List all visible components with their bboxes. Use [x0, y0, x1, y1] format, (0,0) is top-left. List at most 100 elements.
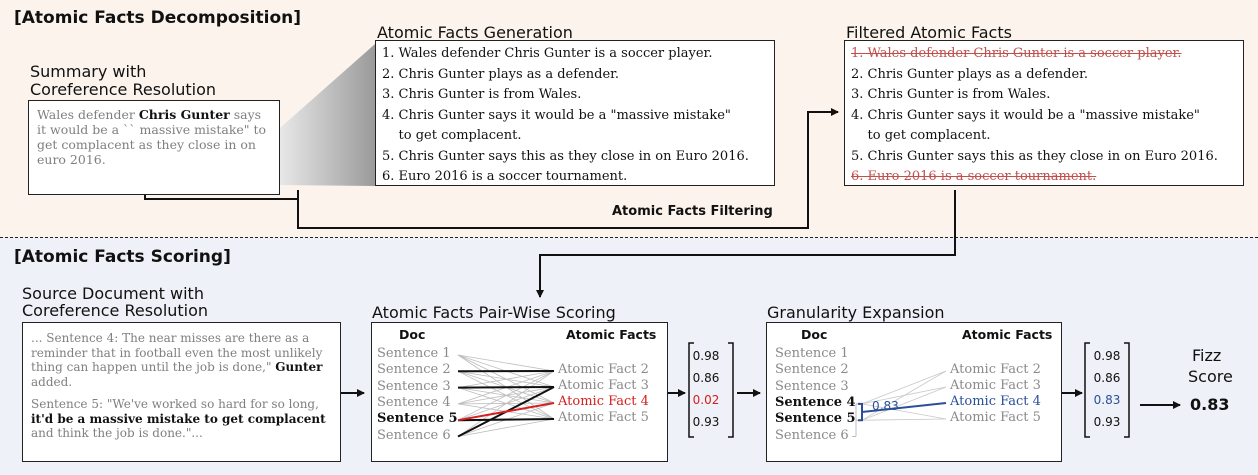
expansion-atomic-fact: Atomic Fact 5 — [950, 410, 1041, 425]
source-document-box: ... Sentence 4: The near misses are ther… — [22, 322, 341, 462]
pairwise-atomic-fact: Atomic Fact 2 — [558, 362, 649, 377]
score-value: 0.93 — [692, 415, 720, 429]
score-value: 0.02 — [692, 393, 720, 407]
expansion-atomic-fact: Atomic Fact 4 — [950, 394, 1041, 409]
pairwise-score-vector: 0.98 0.86 0.02 0.93 — [688, 345, 724, 433]
filtered-heading: Filtered Atomic Facts — [846, 23, 1012, 42]
expansion-atomic-fact: Atomic Fact 3 — [950, 378, 1041, 393]
generated-fact-line: 6. Euro 2016 is a soccer tournament. — [382, 169, 628, 184]
source-p2-before: Sentence 5: "We've worked so hard for so… — [31, 397, 319, 411]
summary-text-after: says it would be a `` massive mistake" t… — [37, 107, 267, 167]
source-p1-after: added. — [31, 374, 73, 389]
score-value: 0.83 — [1093, 393, 1121, 407]
filtered-fact-line: 2. Chris Gunter plays as a defender. — [851, 66, 1089, 82]
pairwise-best-link — [457, 402, 555, 422]
source-heading-line2: Coreference Resolution — [22, 301, 209, 320]
source-p1-before: ... Sentence 4: The near misses are ther… — [31, 331, 323, 374]
filtered-fact-removed: 1. Wales defender Chris Gunter is a socc… — [851, 46, 1182, 61]
expansion-facts-label: Atomic Facts — [962, 327, 1053, 342]
expanded-score-vector: 0.98 0.86 0.83 0.93 — [1089, 345, 1125, 433]
to-scoring-arrow — [536, 190, 956, 298]
filtered-fact-line: 3. Chris Gunter is from Wales. — [851, 87, 1051, 102]
filtered-facts-box: 1. Wales defender Chris Gunter is a socc… — [844, 40, 1244, 186]
pairwise-best-link — [457, 418, 555, 422]
generated-fact-line: to get complacent. — [382, 128, 522, 143]
score-value: 0.86 — [1093, 371, 1121, 385]
source-p2-after: and think the job is done."... — [31, 426, 203, 440]
pairwise-sentence: Sentence 5 — [377, 411, 458, 427]
pairwise-facts-label: Atomic Facts — [566, 327, 657, 342]
merged-sentence-bracket — [858, 402, 863, 422]
pairwise-link — [457, 370, 555, 421]
summary-text-before: Wales defender — [37, 107, 139, 122]
source-p2-highlight: it'd be a massive mistake to get complac… — [31, 411, 326, 426]
filtering-connector — [144, 195, 298, 200]
source-paragraph-1: ... Sentence 4: The near misses are ther… — [31, 331, 332, 389]
pairwise-link — [457, 354, 555, 372]
scoring-title: [Atomic Facts Scoring] — [14, 247, 231, 267]
pairwise-sentence: Sentence 2 — [377, 362, 451, 378]
filtering-label: Atomic Facts Filtering — [612, 204, 773, 219]
pairwise-link — [457, 370, 555, 388]
pairwise-best-link — [457, 386, 555, 389]
generated-fact-line: 1. Wales defender Chris Gunter is a socc… — [382, 46, 713, 61]
filtering-arrow — [297, 108, 839, 229]
pairwise-atomic-fact: Atomic Fact 4 — [558, 394, 649, 409]
summary-text: Wales defender Chris Gunter says it woul… — [37, 107, 271, 167]
expansion-sentence: Sentence 4 — [775, 394, 856, 410]
final-score-value: 0.83 — [1190, 395, 1230, 414]
pairwise-heading: Atomic Facts Pair-Wise Scoring — [372, 303, 616, 322]
expansion-sentence: Sentence 1 — [775, 346, 849, 361]
source-heading-line1: Source Document with — [22, 284, 204, 303]
generated-fact-line: 5. Chris Gunter says this as they close … — [382, 148, 749, 164]
score-value: 0.93 — [1093, 415, 1121, 429]
summary-box: Wales defender Chris Gunter says it woul… — [28, 100, 280, 195]
generated-fact-line: 2. Chris Gunter plays as a defender. — [382, 66, 620, 82]
generated-facts-list: 1. Wales defender Chris Gunter is a socc… — [382, 45, 768, 189]
generation-heading: Atomic Facts Generation — [377, 23, 573, 42]
expansion-link — [861, 418, 947, 421]
pairwise-doc-label: Doc — [399, 327, 426, 342]
final-label-line1: Fizz — [1192, 346, 1222, 365]
pairwise-atomic-fact: Atomic Fact 3 — [558, 378, 649, 393]
expansion-link — [861, 403, 947, 420]
filtered-fact-removed: 6. Euro 2016 is a soccer tournament. — [851, 169, 1097, 184]
section-divider — [0, 237, 1258, 238]
generated-fact-line: 3. Chris Gunter is from Wales. — [382, 87, 582, 102]
expansion-atomic-fact: Atomic Fact 2 — [950, 362, 1041, 377]
filtered-fact-line: to get complacent. — [851, 128, 991, 143]
score-value: 0.86 — [692, 371, 720, 385]
expansion-link — [861, 370, 947, 405]
source-p1-entity: Gunter — [275, 360, 323, 374]
expansion-sentence: Sentence 2 — [775, 362, 849, 378]
pairwise-link — [457, 370, 555, 437]
expansion-link — [861, 386, 947, 421]
summary-heading-line1: Summary with — [30, 62, 147, 81]
expansion-sentence: Sentence 6 — [775, 427, 849, 443]
summary-heading-line2: Coreference Resolution — [30, 80, 217, 99]
pairwise-sentence: Sentence 3 — [377, 378, 451, 394]
score-value: 0.98 — [1093, 349, 1121, 363]
zoom-projection — [280, 44, 375, 186]
expansion-sentence: Sentence 5 — [775, 411, 856, 427]
filtered-facts-list: 1. Wales defender Chris Gunter is a socc… — [851, 45, 1237, 189]
pairwise-atomic-fact: Atomic Fact 5 — [558, 410, 649, 425]
decomposition-title: [Atomic Facts Decomposition] — [14, 8, 302, 28]
pairwise-sentence: Sentence 6 — [377, 427, 451, 443]
expansion-sentence: Sentence 3 — [775, 378, 849, 394]
filtered-fact-line: 4. Chris Gunter says it would be a "mass… — [851, 107, 1200, 123]
expansion-link — [861, 386, 947, 405]
filtered-fact-line: 5. Chris Gunter says this as they close … — [851, 148, 1218, 164]
score-value: 0.98 — [692, 349, 720, 363]
expansion-best-link — [861, 402, 947, 414]
expansion-box — [766, 322, 1062, 462]
expansion-heading: Granularity Expansion — [767, 303, 945, 322]
generated-fact-line: 4. Chris Gunter says it would be a "mass… — [382, 107, 731, 123]
expansion-doc-label: Doc — [801, 327, 828, 342]
pairwise-sentence: Sentence 1 — [377, 346, 451, 361]
